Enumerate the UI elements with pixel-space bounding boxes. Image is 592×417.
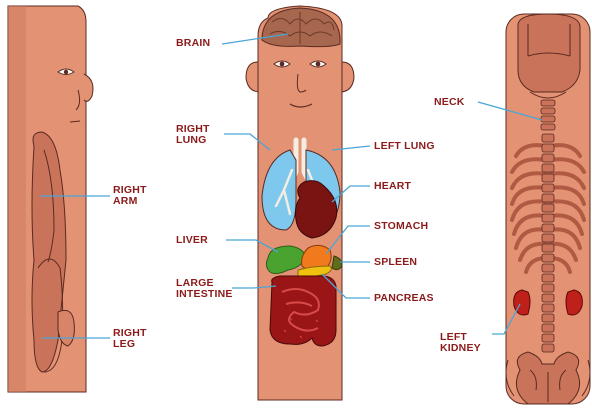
label-brain: BRAIN	[176, 38, 210, 49]
right-kidney	[566, 290, 582, 315]
label-pancreas: PANCREAS	[374, 293, 434, 304]
label-right-lung: RIGHT LUNG	[176, 124, 210, 146]
label-left-kidney: LEFT KIDNEY	[440, 332, 481, 354]
side-ear	[84, 74, 93, 101]
large-intestine	[270, 276, 336, 346]
label-stomach: STOMACH	[374, 221, 428, 232]
label-large-intestine: LARGE INTESTINE	[176, 278, 233, 300]
side-figure	[8, 6, 110, 392]
label-right-arm: RIGHT ARM	[113, 185, 147, 207]
front-figure	[246, 6, 354, 400]
side-back-shadow	[8, 6, 26, 392]
label-neck: NECK	[434, 97, 465, 108]
label-spleen: SPLEEN	[374, 257, 417, 268]
label-left-lung: LEFT LUNG	[374, 141, 435, 152]
label-right-leg: RIGHT LEG	[113, 328, 147, 350]
back-figure	[478, 14, 590, 404]
label-heart: HEART	[374, 181, 411, 192]
label-liver: LIVER	[176, 235, 208, 246]
